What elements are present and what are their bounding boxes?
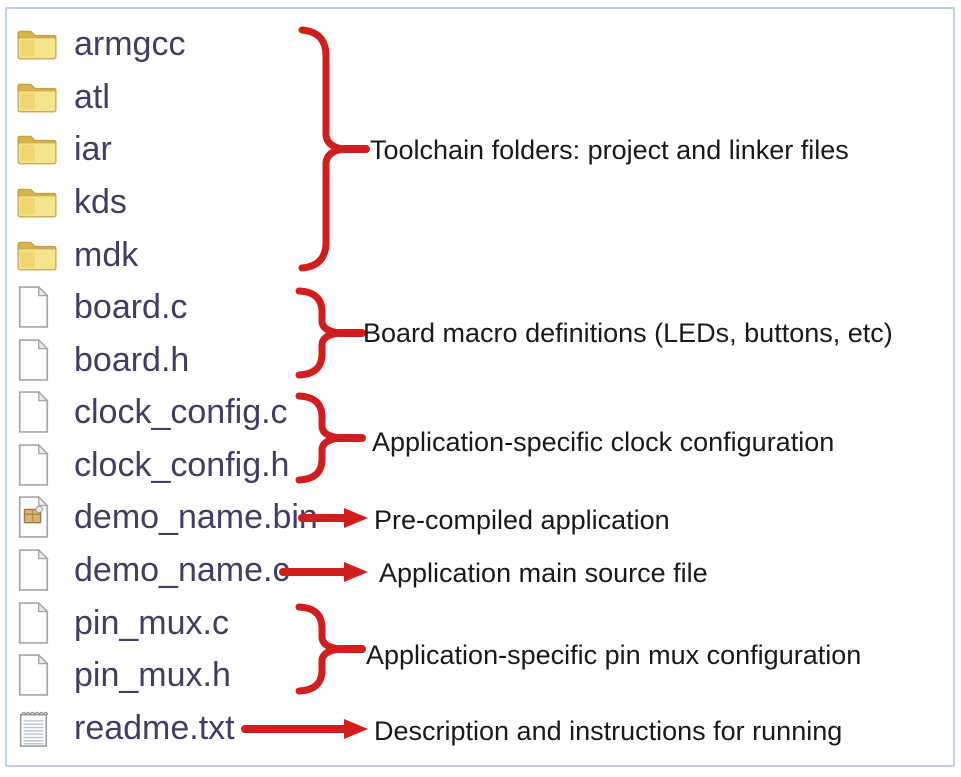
brace-clock-config-files xyxy=(295,392,366,484)
file-name: readme.txt xyxy=(74,708,235,747)
brace-toolchain-folders xyxy=(298,26,370,272)
file-row-demo-name-c[interactable]: demo_name.c xyxy=(14,544,289,596)
arrow-main-source-file xyxy=(279,562,368,582)
file-name: pin_mux.h xyxy=(74,655,231,694)
file-row-clock-config-h[interactable]: clock_config.h xyxy=(14,439,289,491)
file-icon xyxy=(14,386,64,438)
folder-icon xyxy=(14,176,64,228)
file-name: pin_mux.c xyxy=(74,603,229,642)
file-row-demo-name-bin[interactable]: demo_name.bin xyxy=(14,491,318,543)
file-row-board-h[interactable]: board.h xyxy=(14,334,189,386)
file-name: demo_name.c xyxy=(74,550,290,589)
brace-pin-mux-files xyxy=(295,603,366,695)
file-name: atl xyxy=(74,77,110,116)
file-row-pin-mux-c[interactable]: pin_mux.c xyxy=(14,597,229,649)
arrow-readme xyxy=(241,719,368,739)
brace-board-files xyxy=(295,287,366,379)
file-name: kds xyxy=(74,182,127,221)
file-name: iar xyxy=(74,129,112,168)
binary-file-icon xyxy=(14,491,64,543)
file-row-board-c[interactable]: board.c xyxy=(14,281,187,333)
file-row-kds[interactable]: kds xyxy=(14,176,127,228)
file-name: board.c xyxy=(74,287,188,326)
annotation-pin-mux-config: Application-specific pin mux configurati… xyxy=(366,640,862,670)
annotation-board-macros: Board macro definitions (LEDs, buttons, … xyxy=(363,318,893,348)
file-name: clock_config.h xyxy=(74,445,290,484)
file-icon xyxy=(14,597,64,649)
folder-icon xyxy=(14,18,64,70)
annotation-clock-configuration: Application-specific clock configuration xyxy=(372,427,835,457)
folder-icon xyxy=(14,229,64,281)
folder-icon xyxy=(14,71,64,123)
annotation-precompiled-app: Pre-compiled application xyxy=(374,505,670,535)
file-icon xyxy=(14,649,64,701)
file-row-iar[interactable]: iar xyxy=(14,123,112,175)
file-icon xyxy=(14,544,64,596)
file-name: board.h xyxy=(74,340,190,379)
annotation-readme-description: Description and instructions for running xyxy=(374,716,843,746)
file-name: mdk xyxy=(74,235,139,274)
file-row-mdk[interactable]: mdk xyxy=(14,229,138,281)
file-row-readme-txt[interactable]: readme.txt xyxy=(14,702,235,754)
file-name: demo_name.bin xyxy=(74,497,318,536)
file-name: armgcc xyxy=(74,24,186,63)
folder-icon xyxy=(14,123,64,175)
file-row-clock-config-c[interactable]: clock_config.c xyxy=(14,386,288,438)
file-icon xyxy=(14,334,64,386)
file-name: clock_config.c xyxy=(74,392,288,431)
file-row-atl[interactable]: atl xyxy=(14,71,110,123)
text-file-icon xyxy=(14,702,64,754)
file-icon xyxy=(14,281,64,333)
file-row-pin-mux-h[interactable]: pin_mux.h xyxy=(14,649,231,701)
annotation-toolchain-folders: Toolchain folders: project and linker fi… xyxy=(370,135,849,165)
annotation-main-source-file: Application main source file xyxy=(379,558,708,588)
file-row-armgcc[interactable]: armgcc xyxy=(14,18,185,70)
file-icon xyxy=(14,439,64,491)
